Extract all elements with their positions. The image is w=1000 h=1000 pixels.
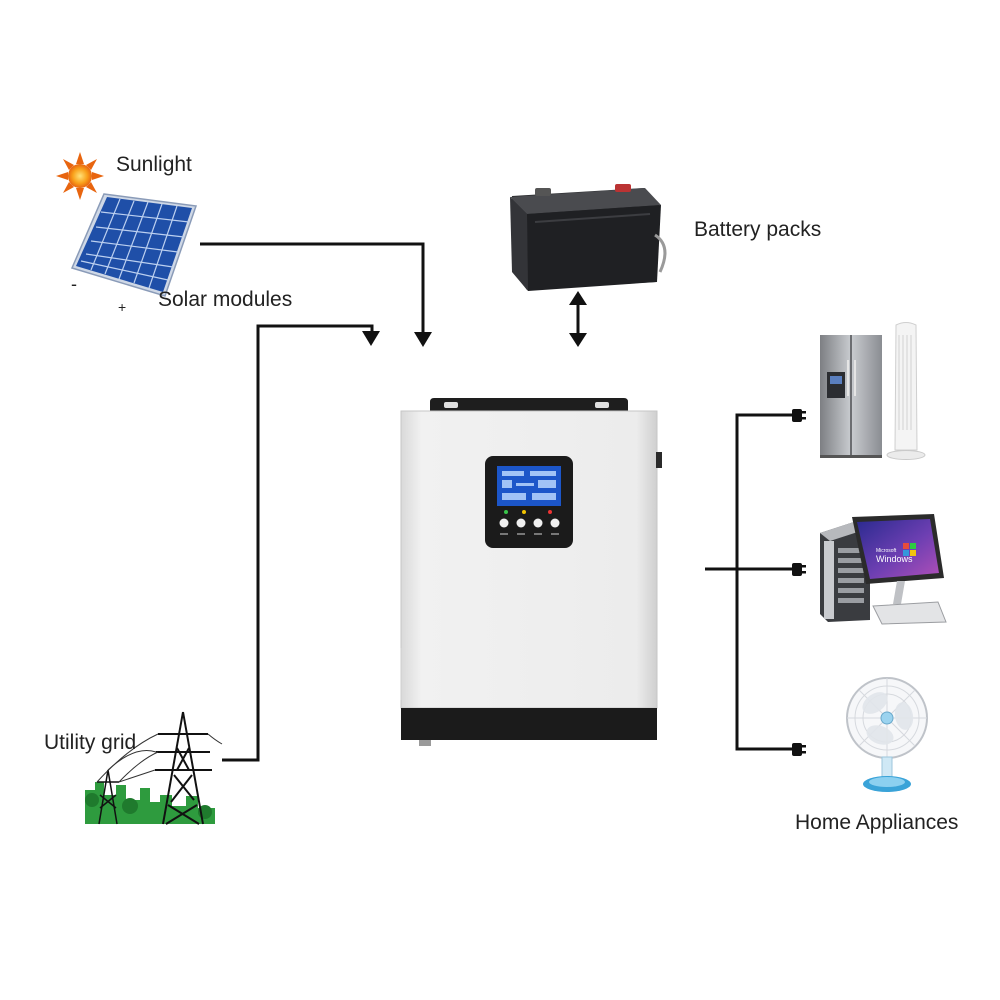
screen-brand-text: Microsoft (876, 548, 897, 554)
refrigerator-icon (820, 335, 882, 458)
arrow-down-battery (569, 333, 587, 347)
battery-icon (510, 184, 667, 291)
utility-grid-label: Utility grid (44, 731, 137, 754)
home-appliances-label: Home Appliances (795, 811, 959, 834)
plug-icon (792, 743, 806, 756)
plug-icon (792, 563, 806, 576)
sun-icon (56, 152, 104, 200)
inverter-buttons (499, 518, 560, 528)
arrow-down-solar (414, 332, 432, 347)
tower-fan-icon (886, 322, 926, 460)
output-bus (735, 413, 792, 751)
solar-modules-label: Solar modules (158, 288, 293, 311)
wiring (200, 242, 792, 762)
arrows (362, 291, 587, 347)
desktop-computer-icon: Microsoft Windows (820, 514, 947, 625)
grid-wire (222, 324, 374, 762)
battery-packs-label: Battery packs (694, 218, 822, 241)
inverter-icon (400, 398, 662, 746)
solar-wire (200, 242, 425, 334)
arrow-up-battery (569, 291, 587, 305)
power-tower-icon (85, 711, 223, 825)
solar-negative-label: - (71, 274, 77, 294)
screen-os-text: Windows (876, 554, 913, 564)
solar-panel-icon (70, 193, 198, 297)
plug-icon (792, 409, 806, 422)
sunlight-label: Sunlight (116, 153, 192, 176)
arrow-down-grid (362, 331, 380, 346)
solar-positive-label: + (118, 299, 126, 315)
desk-fan-icon (846, 677, 928, 792)
